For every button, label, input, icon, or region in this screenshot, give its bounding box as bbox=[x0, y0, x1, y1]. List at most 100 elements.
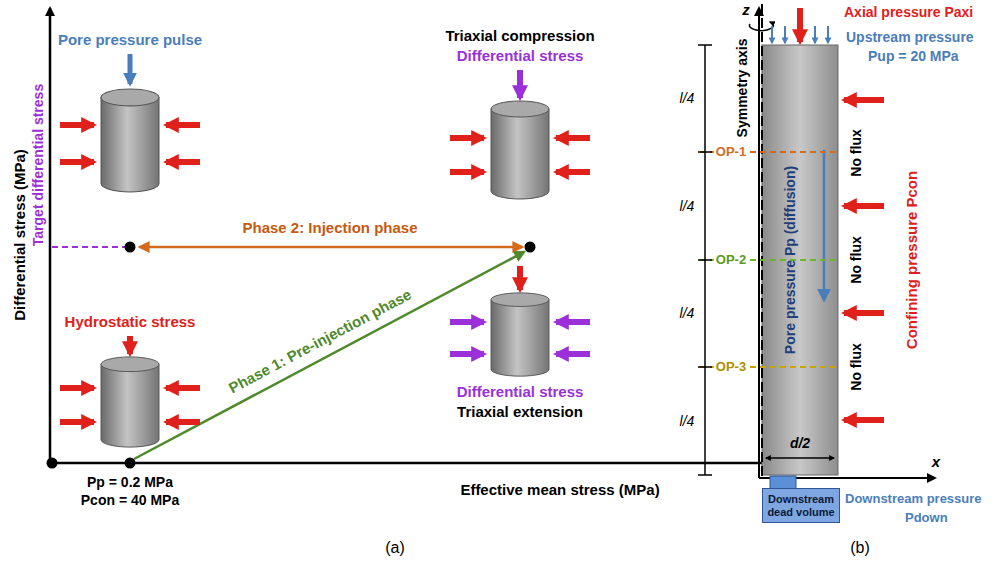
extension-specimen bbox=[450, 266, 590, 376]
axis-title: Differential stress (MPa) bbox=[11, 149, 28, 321]
phase-label: Phase 1: Pre-injection phase bbox=[226, 285, 414, 396]
upstream-arrow bbox=[784, 26, 786, 43]
stress-arrow bbox=[450, 319, 484, 325]
target-stress-dashed-line bbox=[52, 246, 126, 248]
rock-cylinder bbox=[491, 293, 549, 376]
rotation-symbol bbox=[749, 22, 773, 31]
confining-arrow bbox=[844, 203, 884, 209]
axial-pressure-arrow bbox=[797, 8, 803, 42]
upstream-arrow bbox=[771, 26, 773, 43]
stress-axes bbox=[50, 8, 782, 463]
state-dot bbox=[47, 458, 58, 469]
confining-arrow bbox=[844, 310, 884, 316]
state-label: Pore pressure pulse bbox=[58, 31, 202, 48]
rock-cylinder bbox=[101, 89, 159, 192]
dimension-label: l/4 bbox=[680, 198, 695, 214]
dimension-label: l/4 bbox=[680, 413, 695, 429]
state-label: Hydrostatic stress bbox=[65, 313, 196, 330]
boundary-label: Upstream pressure bbox=[846, 29, 974, 45]
dimension-tick bbox=[698, 259, 712, 261]
pre-injection-phase-arrow bbox=[134, 252, 524, 459]
axis-name: x bbox=[932, 453, 940, 470]
dimension-tick bbox=[698, 151, 712, 153]
diameter-dimension bbox=[766, 457, 834, 459]
symmetry-axis-line bbox=[761, 4, 763, 478]
stress-arrow bbox=[556, 135, 590, 141]
pore-pulse-specimen bbox=[60, 54, 200, 192]
stress-arrow bbox=[60, 159, 94, 165]
state-dot bbox=[525, 242, 536, 253]
axis-name: Symmetry axis bbox=[734, 39, 750, 138]
phase-label: Phase 2: Injection phase bbox=[242, 219, 417, 236]
dimension-label: d/2 bbox=[790, 435, 810, 451]
initial-condition: Pcon = 40 MPa bbox=[81, 492, 179, 508]
x-axis bbox=[50, 462, 782, 465]
stress-arrow bbox=[556, 319, 590, 325]
state-dots bbox=[47, 242, 536, 469]
state-label: Triaxial compression bbox=[445, 27, 594, 44]
state-label: Triaxial extension bbox=[457, 403, 583, 420]
rock-cylinder bbox=[491, 101, 549, 199]
observation-point: OP-2 bbox=[714, 253, 748, 268]
confining-arrow bbox=[844, 417, 884, 423]
axis-title: Effective mean stress (MPa) bbox=[460, 481, 659, 498]
dead-volume-box: Downstream dead volume bbox=[762, 488, 840, 523]
state-dot bbox=[125, 458, 136, 469]
stress-arrow bbox=[127, 336, 133, 354]
stress-arrow bbox=[166, 122, 200, 128]
upstream-arrows bbox=[772, 26, 828, 43]
pressure-arrow bbox=[128, 54, 133, 84]
hydrostatic-specimen bbox=[60, 336, 200, 447]
boundary-label: No flux bbox=[848, 343, 864, 390]
stress-arrow bbox=[556, 169, 590, 175]
stress-arrow bbox=[450, 135, 484, 141]
rock-cylinder bbox=[101, 357, 159, 447]
dimension-label: l/4 bbox=[680, 90, 695, 106]
target-label: Target differential stress bbox=[30, 84, 46, 246]
boundary-label: Axial pressure Paxi bbox=[844, 4, 973, 20]
dimension-tick bbox=[698, 474, 712, 476]
length-dimension bbox=[698, 45, 712, 475]
upstream-arrow bbox=[827, 26, 829, 43]
sample-cylinder: Pore pressure Pp (diffusion) bbox=[762, 45, 838, 475]
boundary-label: Confining pressure Pcon bbox=[903, 171, 920, 349]
state-label: Differential stress bbox=[457, 47, 584, 64]
boundary-label: No flux bbox=[848, 236, 864, 283]
stress-arrow bbox=[166, 419, 200, 425]
node-text: Pore pressure Pp (diffusion) bbox=[782, 166, 798, 354]
state-label: Differential stress bbox=[457, 383, 584, 400]
y-axis bbox=[49, 8, 52, 463]
stress-arrow bbox=[450, 351, 484, 357]
upstream-arrow bbox=[814, 26, 816, 43]
confining-arrows bbox=[844, 100, 884, 420]
z-axis bbox=[758, 8, 760, 478]
node-text: Downstream dead volume bbox=[766, 493, 836, 518]
diffusion-arrow bbox=[823, 150, 826, 300]
stress-arrow bbox=[517, 266, 523, 290]
dimension-tick bbox=[698, 44, 712, 46]
compression-specimen bbox=[450, 70, 590, 199]
observation-point: OP-3 bbox=[714, 360, 748, 375]
stress-arrow bbox=[60, 385, 94, 391]
boundary-label: Pup = 20 MPa bbox=[868, 48, 959, 64]
panel-label: (b) bbox=[850, 539, 870, 557]
boundary-label: Downstream pressure bbox=[845, 492, 982, 507]
stress-arrow bbox=[60, 419, 94, 425]
dimension-label: l/4 bbox=[680, 305, 695, 321]
initial-condition: Pp = 0.2 MPa bbox=[87, 474, 173, 490]
observation-point: OP-1 bbox=[714, 145, 748, 160]
axis-name: z bbox=[742, 1, 750, 18]
panel-label: (a) bbox=[385, 539, 405, 557]
injection-phase-arrow bbox=[140, 246, 522, 249]
boundary-label: No flux bbox=[848, 129, 864, 176]
boundary-label: Pdown bbox=[905, 511, 948, 526]
stress-arrow bbox=[166, 159, 200, 165]
stress-arrow bbox=[556, 351, 590, 357]
confining-arrow bbox=[844, 97, 884, 103]
stress-arrow bbox=[166, 385, 200, 391]
dimension-tick bbox=[698, 366, 712, 368]
stress-arrow bbox=[60, 122, 94, 128]
stress-arrow bbox=[517, 70, 523, 98]
state-dot bbox=[125, 242, 136, 253]
